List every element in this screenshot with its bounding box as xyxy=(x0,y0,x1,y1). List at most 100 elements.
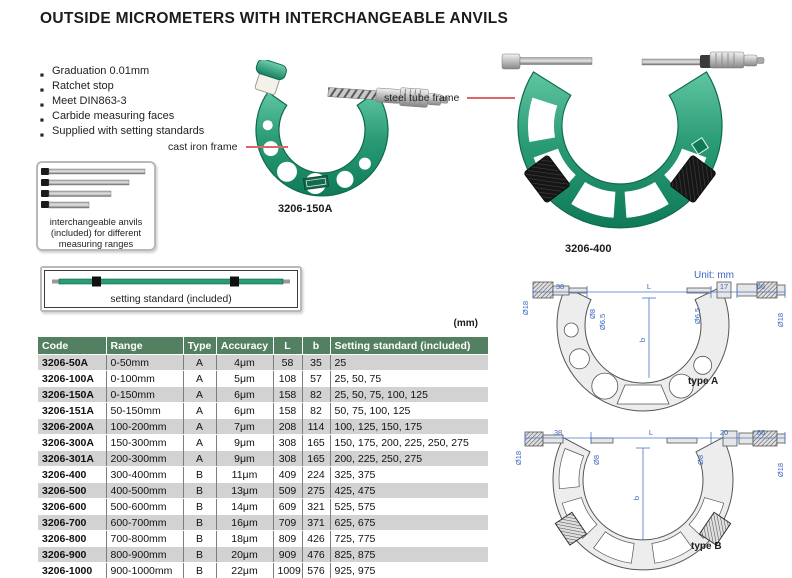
model-label-400: 3206-400 xyxy=(565,243,612,255)
cell-accuracy: 9μm xyxy=(216,435,273,451)
cell-b: 321 xyxy=(302,499,330,515)
setting-standard-inner: setting standard (included) xyxy=(44,270,298,308)
cell-range: 50-150mm xyxy=(106,403,183,419)
dim-dia18-left: Ø18 xyxy=(521,301,530,315)
feature-item: Meet DIN863-3 xyxy=(40,94,208,109)
col-header-range: Range xyxy=(106,337,183,355)
dim-dia18-right: Ø18 xyxy=(776,463,785,477)
table-row: 3206-151A 50-150mm A 6μm 158 82 50, 75, … xyxy=(38,403,488,419)
cell-setting-standard: 25 xyxy=(330,355,488,371)
anvils-caption: interchangeable anvils (included) for di… xyxy=(38,217,154,249)
dim-38: 38 xyxy=(554,428,562,437)
cell-code: 3206-700 xyxy=(38,515,106,531)
cell-l: 809 xyxy=(273,531,302,547)
type-a-drawing: 38 L 17 66 Ø18 Ø8 Ø6.5 b Ø6.5 Ø18 type A xyxy=(495,280,787,412)
col-header-b: b xyxy=(302,337,330,355)
table-row: 3206-200A 100-200mm A 7μm 208 114 100, 1… xyxy=(38,419,488,435)
dim-66: 66 xyxy=(757,428,765,437)
feature-item: Supplied with setting standards xyxy=(40,124,208,139)
cell-code: 3206-600 xyxy=(38,499,106,515)
cell-code: 3206-200A xyxy=(38,419,106,435)
cell-setting-standard: 725, 775 xyxy=(330,531,488,547)
cell-l: 909 xyxy=(273,547,302,563)
feature-item: Graduation 0.01mm xyxy=(40,64,208,79)
dim-dia18-left: Ø18 xyxy=(514,451,523,465)
anvil-rod xyxy=(41,190,111,197)
cast-iron-frame-pointer-line xyxy=(246,146,288,148)
anvil-rod xyxy=(502,54,592,69)
cell-code: 3206-50A xyxy=(38,355,106,371)
anvil-rod xyxy=(41,168,145,175)
col-header-type: Type xyxy=(183,337,216,355)
cell-type: A xyxy=(183,419,216,435)
cell-l: 709 xyxy=(273,515,302,531)
dim-dia8: Ø8 xyxy=(588,309,597,319)
cell-l: 308 xyxy=(273,451,302,467)
cell-l: 58 xyxy=(273,355,302,371)
cell-setting-standard: 25, 50, 75, 100, 125 xyxy=(330,387,488,403)
cell-b: 576 xyxy=(302,563,330,578)
dim-17: 17 xyxy=(720,282,728,291)
dim-dia6-5-right: Ø6.5 xyxy=(693,308,702,324)
anvils-box: interchangeable anvils (included) for di… xyxy=(36,161,156,251)
table-row: 3206-100A 0-100mm A 5μm 108 57 25, 50, 7… xyxy=(38,371,488,387)
table-row: 3206-900 800-900mm B 20μm 909 476 825, 8… xyxy=(38,547,488,563)
dim-dia8-right: Ø8 xyxy=(696,455,705,465)
cell-b: 82 xyxy=(302,403,330,419)
cell-range: 500-600mm xyxy=(106,499,183,515)
cell-range: 400-500mm xyxy=(106,483,183,499)
cell-type: A xyxy=(183,451,216,467)
cell-b: 275 xyxy=(302,483,330,499)
cell-l: 409 xyxy=(273,467,302,483)
cell-accuracy: 16μm xyxy=(216,515,273,531)
table-row: 3206-600 500-600mm B 14μm 609 321 525, 5… xyxy=(38,499,488,515)
cell-setting-standard: 50, 75, 100, 125 xyxy=(330,403,488,419)
cell-accuracy: 22μm xyxy=(216,563,273,578)
page-title: OUTSIDE MICROMETERS WITH INTERCHANGEABLE… xyxy=(40,10,508,28)
cell-accuracy: 18μm xyxy=(216,531,273,547)
spindle-assembly xyxy=(687,282,785,298)
spec-table: Code Range Type Accuracy L b Setting sta… xyxy=(38,337,488,578)
cell-l: 509 xyxy=(273,483,302,499)
cell-code: 3206-1000 xyxy=(38,563,106,578)
cell-type: B xyxy=(183,499,216,515)
cell-b: 165 xyxy=(302,451,330,467)
cell-range: 800-900mm xyxy=(106,547,183,563)
type-b-drawing: 38 L 20 66 Ø18 Ø8 b Ø8 Ø18 type B xyxy=(495,428,787,574)
steel-tube-frame-label: steel tube frame xyxy=(384,92,459,104)
cell-setting-standard: 200, 225, 250, 275 xyxy=(330,451,488,467)
cell-code: 3206-800 xyxy=(38,531,106,547)
table-unit-note: (mm) xyxy=(390,318,478,329)
cell-code: 3206-900 xyxy=(38,547,106,563)
cell-setting-standard: 925, 975 xyxy=(330,563,488,578)
cell-accuracy: 7μm xyxy=(216,419,273,435)
anvil-rod xyxy=(41,201,89,208)
micrometer-150a-image xyxy=(200,60,455,205)
anvil-cap xyxy=(250,60,288,96)
dim-L: L xyxy=(649,428,653,437)
cell-b: 426 xyxy=(302,531,330,547)
cell-type: B xyxy=(183,547,216,563)
cell-accuracy: 20μm xyxy=(216,547,273,563)
cell-l: 609 xyxy=(273,499,302,515)
cell-b: 476 xyxy=(302,547,330,563)
feature-item: Carbide measuring faces xyxy=(40,109,208,124)
table-row: 3206-150A 0-150mm A 6μm 158 82 25, 50, 7… xyxy=(38,387,488,403)
cell-l: 308 xyxy=(273,435,302,451)
dim-66: 66 xyxy=(757,282,765,291)
cell-l: 108 xyxy=(273,371,302,387)
setting-standard-image xyxy=(52,275,290,288)
cell-range: 0-50mm xyxy=(106,355,183,371)
cell-b: 114 xyxy=(302,419,330,435)
cell-accuracy: 9μm xyxy=(216,451,273,467)
cell-range: 0-100mm xyxy=(106,371,183,387)
cell-type: A xyxy=(183,355,216,371)
cell-code: 3206-300A xyxy=(38,435,106,451)
cast-iron-frame-label: cast iron frame xyxy=(168,141,237,153)
table-row: 3206-301A 200-300mm A 9μm 308 165 200, 2… xyxy=(38,451,488,467)
anvils-image xyxy=(38,165,150,211)
cell-accuracy: 5μm xyxy=(216,371,273,387)
type-b-label: type B xyxy=(691,541,722,552)
cell-accuracy: 6μm xyxy=(216,387,273,403)
